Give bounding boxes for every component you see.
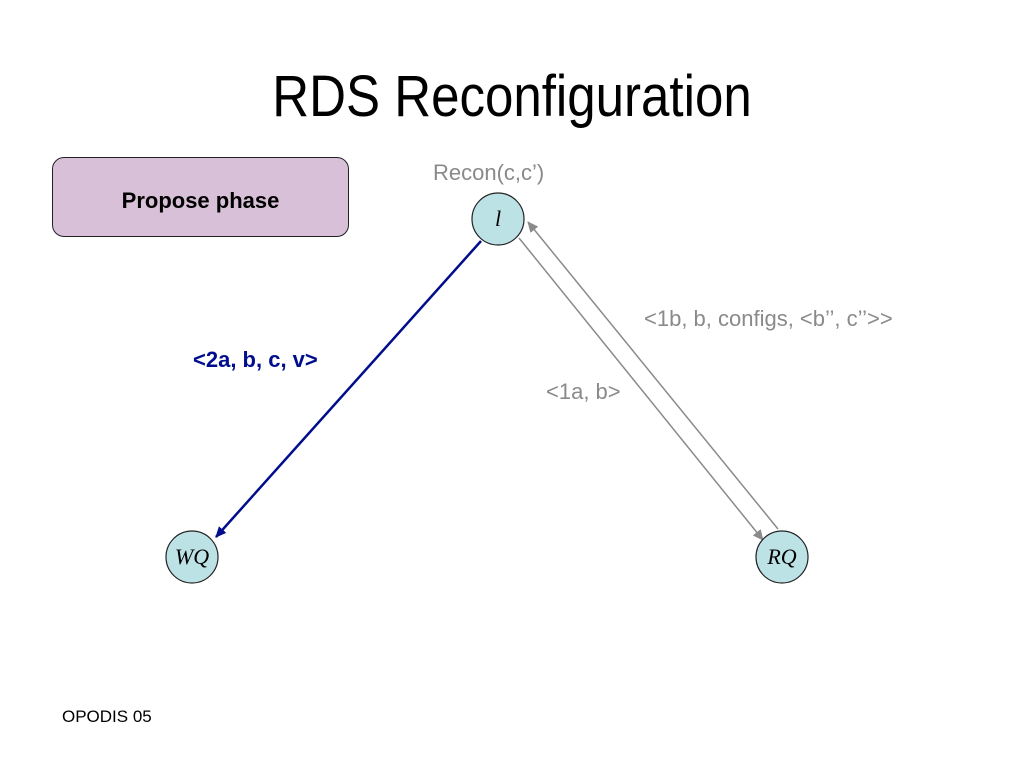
propose-message-label: <2a, b, c, v> xyxy=(193,347,318,372)
recon-caption: Recon(c,c’) xyxy=(433,160,545,185)
msg-1b-label: <1b, b, configs, <b’’, c’’>> xyxy=(644,306,893,331)
slide-title: RDS Reconfiguration xyxy=(272,64,752,129)
write-quorum-label: WQ xyxy=(175,544,209,569)
leader-node: l xyxy=(471,192,525,246)
phase-box: Propose phase xyxy=(52,157,349,237)
write-quorum-node: WQ xyxy=(165,530,219,584)
msg-1a-arrow xyxy=(518,237,764,541)
read-quorum-node: RQ xyxy=(755,530,809,584)
read-quorum-label: RQ xyxy=(766,544,796,569)
msg-1b-arrow xyxy=(527,221,779,530)
footer-text: OPODIS 05 xyxy=(62,707,152,726)
leader-node-label: l xyxy=(495,206,501,231)
propose-arrow xyxy=(215,240,482,538)
phase-label: Propose phase xyxy=(121,188,280,213)
msg-1a-label: <1a, b> xyxy=(546,379,621,404)
